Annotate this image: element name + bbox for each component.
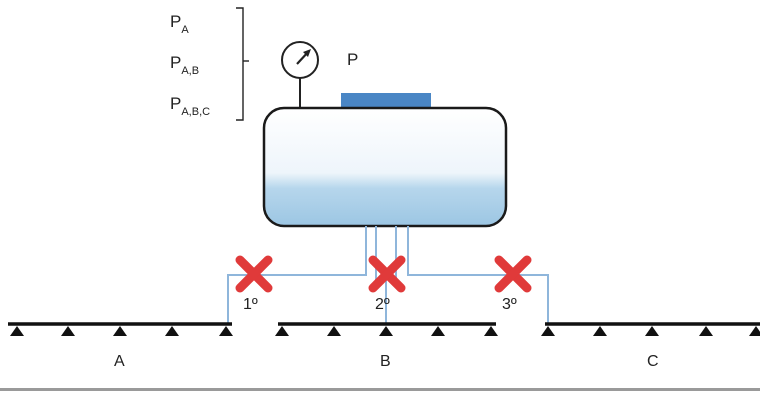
gauge-needle-tip bbox=[303, 49, 311, 57]
pipe-to-section-a bbox=[227, 226, 367, 324]
valve-order-label-1: 1º bbox=[243, 296, 258, 313]
pipes bbox=[227, 226, 549, 324]
nozzle-icon bbox=[431, 326, 445, 336]
section-label-b: B bbox=[380, 353, 391, 370]
nozzle-icon bbox=[541, 326, 555, 336]
nozzle-icon bbox=[165, 326, 179, 336]
section-label-c: C bbox=[647, 353, 659, 370]
pipe-to-section-c bbox=[407, 226, 549, 324]
pressure-label-a: PA bbox=[170, 12, 189, 36]
nozzles-section-c bbox=[541, 326, 760, 336]
valve-1-icon[interactable] bbox=[235, 255, 273, 293]
nozzle-icon bbox=[749, 326, 760, 336]
nozzles-section-a bbox=[10, 326, 233, 336]
nozzle-icon bbox=[593, 326, 607, 336]
nozzle-icon bbox=[327, 326, 341, 336]
tank-cap bbox=[341, 93, 431, 107]
nozzle-icon bbox=[484, 326, 498, 336]
section-label-a: A bbox=[114, 353, 125, 370]
pressure-bracket bbox=[236, 7, 244, 121]
nozzle-icon bbox=[113, 326, 127, 336]
nozzle-icon bbox=[10, 326, 24, 336]
nozzle-icon bbox=[379, 326, 393, 336]
nozzle-icon bbox=[61, 326, 75, 336]
valve-2-icon[interactable] bbox=[368, 255, 406, 293]
pressure-label-ab: PA,B bbox=[170, 53, 200, 77]
bottom-border bbox=[0, 388, 760, 391]
nozzle-icon bbox=[219, 326, 233, 336]
nozzle-icon bbox=[645, 326, 659, 336]
valve-order-label-3: 3º bbox=[502, 296, 517, 313]
nozzle-icon bbox=[275, 326, 289, 336]
valve-3-icon[interactable] bbox=[494, 255, 532, 293]
tank bbox=[262, 106, 508, 228]
valve-order-label-2: 2º bbox=[375, 296, 390, 313]
pressure-label-abc: PA,B,C bbox=[170, 94, 211, 118]
nozzles-section-b bbox=[275, 326, 498, 336]
nozzle-icon bbox=[699, 326, 713, 336]
gauge-label: P bbox=[347, 50, 359, 69]
